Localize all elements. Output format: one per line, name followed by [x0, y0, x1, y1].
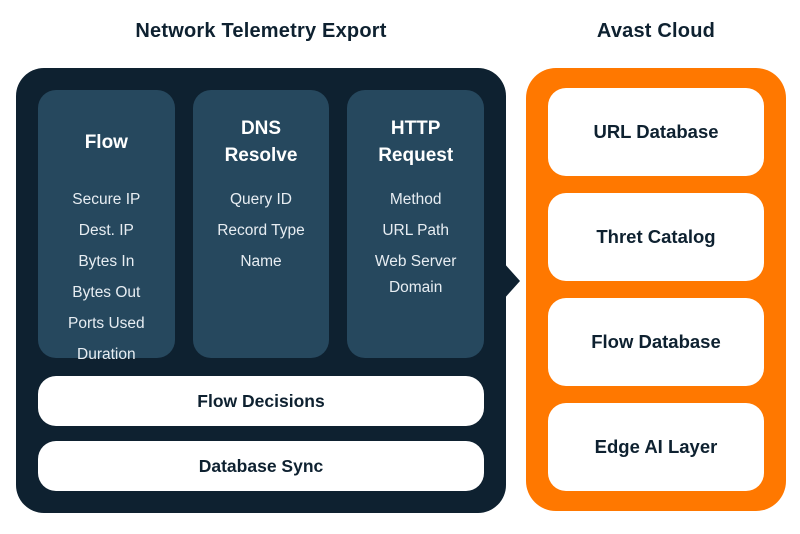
dns-resolve-column: DNS Resolve Query ID Record Type Name: [192, 90, 330, 358]
url-database-box: URL Database: [548, 88, 764, 176]
flow-column-items: Secure IP Dest. IP Bytes In Bytes Out Po…: [38, 184, 175, 370]
edge-ai-layer-box: Edge AI Layer: [548, 403, 764, 491]
url-database-label: URL Database: [593, 121, 719, 142]
http-item: Web Server Domain: [374, 252, 457, 296]
thret-catalog-label: Thret Catalog: [596, 226, 716, 247]
http-request-column-items: Method URL Path Web Server Domain: [347, 184, 484, 303]
http-item: Method: [389, 190, 442, 208]
flow-column: Flow Secure IP Dest. IP Bytes In Bytes O…: [38, 90, 175, 363]
flow-item: Secure IP: [72, 190, 141, 208]
dns-item: Name: [240, 252, 282, 270]
http-request-column: HTTP Request Method URL Path Web Server …: [347, 90, 485, 358]
flow-database-box: Flow Database: [548, 298, 764, 386]
flow-item: Ports Used: [67, 314, 145, 332]
flow-item: Bytes In: [78, 252, 135, 270]
avast-cloud-title: Avast Cloud: [596, 20, 716, 42]
telemetry-columns: Flow Secure IP Dest. IP Bytes In Bytes O…: [38, 90, 485, 363]
telemetry-export-title: Network Telemetry Export: [135, 20, 387, 42]
http-request-column-title: HTTP Request: [378, 118, 454, 166]
database-sync-label: Database Sync: [198, 455, 324, 476]
flow-column-title: Flow: [84, 131, 128, 153]
dns-resolve-column-title: DNS Resolve: [224, 118, 298, 166]
avast-cloud-panel: URL Database Thret Catalog Flow Database…: [526, 68, 786, 511]
dns-item: Record Type: [217, 221, 305, 239]
flow-decisions-bar: Flow Decisions: [38, 376, 484, 426]
thret-catalog-box: Thret Catalog: [548, 193, 764, 281]
flow-item: Bytes Out: [72, 283, 141, 301]
dns-resolve-column-items: Query ID Record Type Name: [193, 184, 330, 277]
http-item: URL Path: [382, 221, 449, 239]
dns-item: Query ID: [229, 190, 292, 208]
flow-decisions-label: Flow Decisions: [197, 390, 325, 411]
edge-ai-layer-label: Edge AI Layer: [594, 436, 718, 457]
flow-item: Duration: [77, 345, 136, 363]
database-sync-bar: Database Sync: [38, 441, 484, 491]
flow-database-label: Flow Database: [591, 331, 721, 352]
telemetry-export-panel: Flow Secure IP Dest. IP Bytes In Bytes O…: [16, 68, 506, 513]
export-arrow-icon: [503, 262, 520, 300]
flow-item: Dest. IP: [78, 221, 134, 239]
